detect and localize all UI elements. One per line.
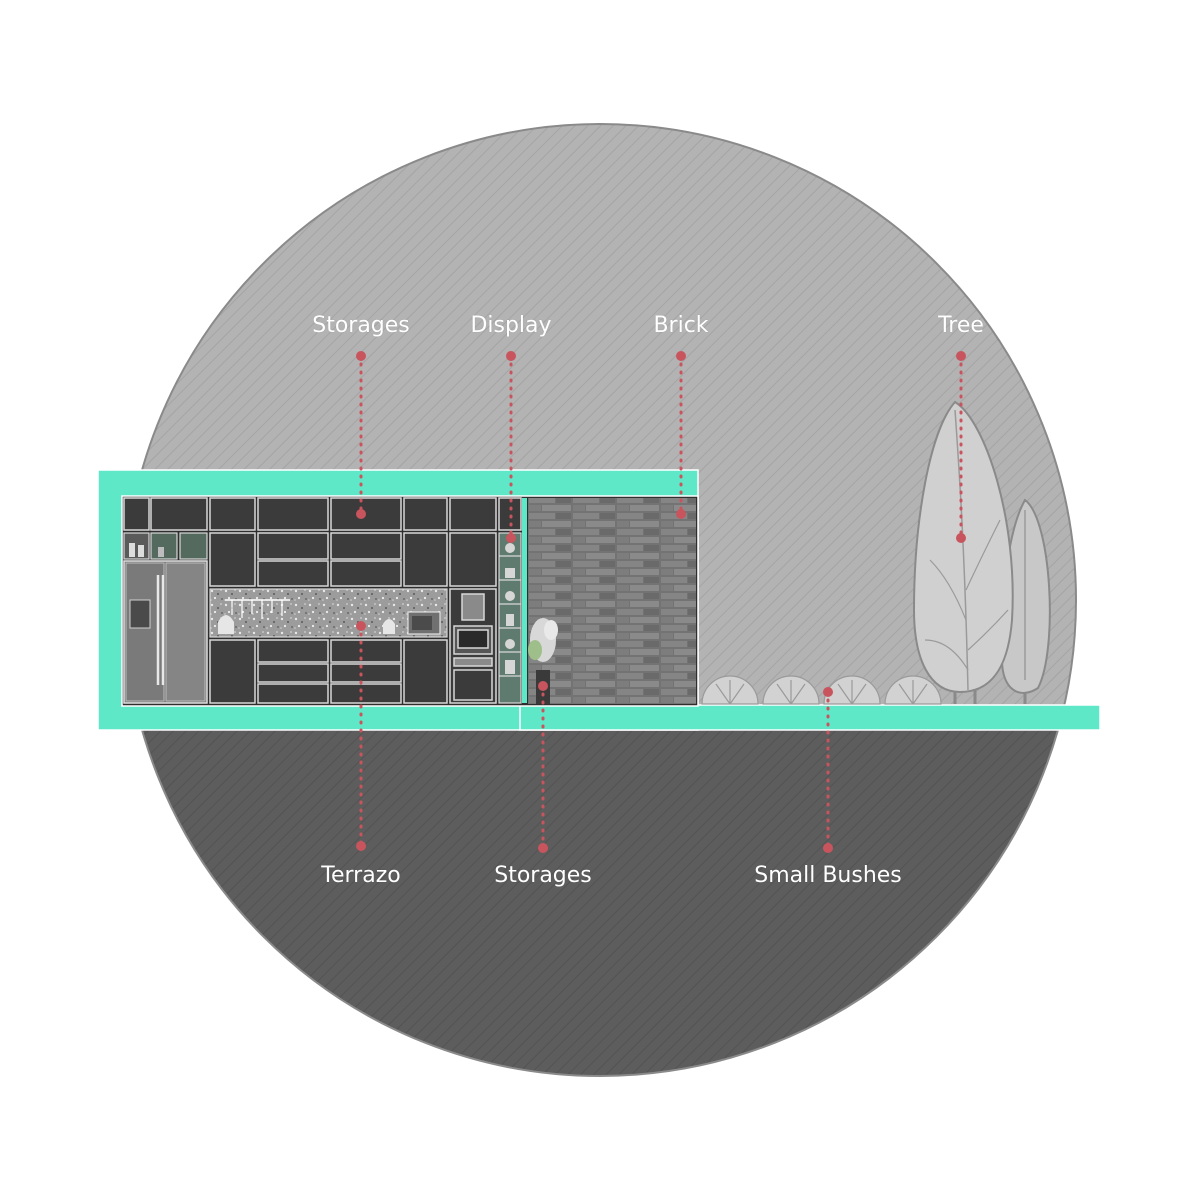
fridge [123, 560, 208, 704]
label-small-bushes: Small Bushes [754, 863, 902, 888]
label-display: Display [470, 313, 552, 338]
glass-cabinets [123, 532, 208, 560]
label-tree: Tree [938, 313, 984, 338]
brick-wall [528, 498, 696, 704]
label-terrazo: Terrazo [321, 863, 401, 888]
leader-dots [356, 351, 966, 853]
leader-lines [359, 354, 963, 850]
oven-tower [449, 588, 497, 704]
lower-cabinets [209, 639, 448, 704]
mid-cabinets [209, 532, 497, 587]
upper-cabinets [123, 497, 522, 531]
terrazzo-backsplash [209, 588, 448, 638]
trees [912, 400, 1051, 704]
label-storages-top: Storages [312, 313, 410, 338]
label-storages-bottom: Storages [494, 863, 592, 888]
label-brick: Brick [653, 313, 709, 338]
